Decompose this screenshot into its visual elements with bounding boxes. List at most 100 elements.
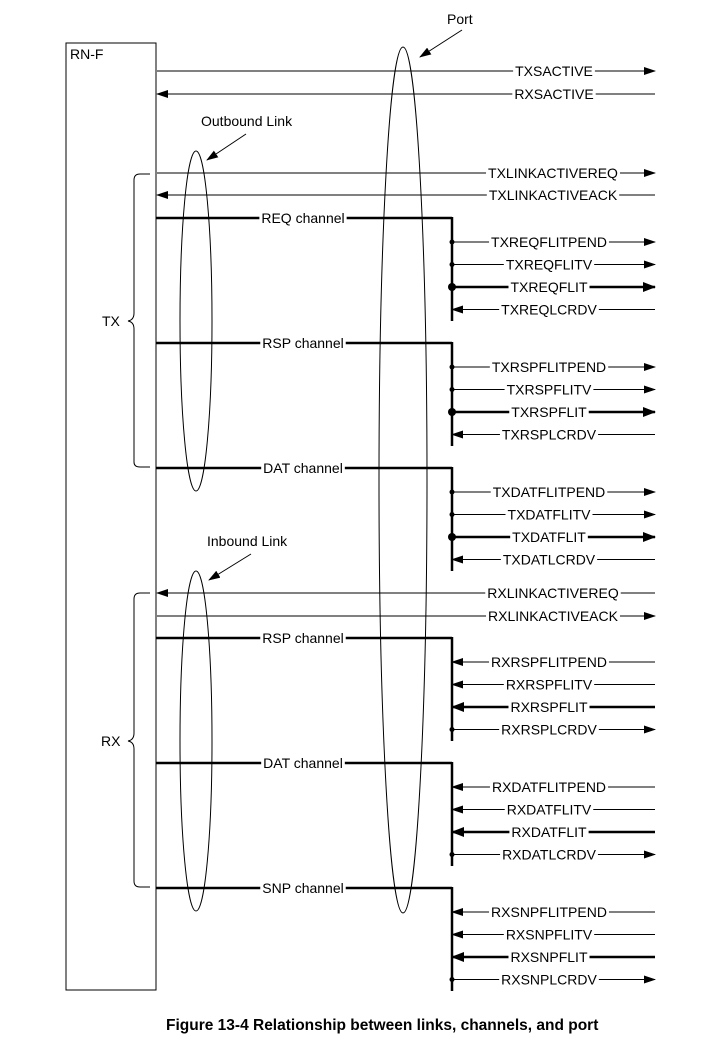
tx-dat-channel-label-bg <box>261 460 345 476</box>
figure-caption: Figure 13-4 Relationship between links, … <box>166 1017 598 1034</box>
txdatflit-label: TXDATFLIT <box>512 529 586 545</box>
txdatflitv-label-bg <box>505 506 593 523</box>
txdatflitv-junction-dot <box>449 512 455 517</box>
txdatflit-label-bg <box>510 529 588 545</box>
tx-dat-channel-label: DAT channel <box>263 460 343 476</box>
rxsnpflitv-label: RXSNPFLITV <box>506 927 593 943</box>
rxsnpflit-label: RXSNPFLIT <box>510 949 587 965</box>
txreqflitpend-label-bg <box>489 234 609 250</box>
rx-dat-channel-label-bg <box>261 755 345 771</box>
txrspflitv-junction-dot <box>449 387 455 392</box>
txreqflit-label-bg <box>508 279 590 295</box>
rxsnpflitpend-label-bg <box>489 904 609 920</box>
tx-req-channel-label-bg <box>259 210 347 226</box>
txreqflitv-label-bg <box>503 256 595 273</box>
rxrspflitv-label: RXRSPFLITV <box>506 677 593 693</box>
tx-brace <box>127 173 150 468</box>
txlinkactivereq-label: TXLINKACTIVEREQ <box>488 165 618 181</box>
rxsnpflitv-label-bg <box>503 926 595 943</box>
tx-rsp-channel-label-bg <box>260 335 346 351</box>
txreqlcrdv-label-bg <box>499 301 599 318</box>
rxrspflit-label-bg <box>508 699 590 715</box>
rxsnplcrdv-label-bg <box>499 971 599 988</box>
txlinkactivereq-label-bg <box>486 165 620 181</box>
txdatflitv-label: TXDATFLITV <box>508 507 592 523</box>
inbound-link-pointer-arrow <box>208 553 252 581</box>
rxlinkactiveack-label-bg <box>486 608 620 624</box>
inbound-link-label: Inbound Link <box>207 533 288 549</box>
rxlinkactivereq-label-bg <box>485 585 621 601</box>
txdatlcrdv-label-bg <box>500 551 598 568</box>
txlinkactiveack-label: TXLINKACTIVEACK <box>489 187 618 203</box>
rxsnplcrdv-label: RXSNPLCRDV <box>501 972 597 988</box>
rxdatflitpend-label: RXDATFLITPEND <box>492 779 606 795</box>
txreqflit-junction-dot <box>448 283 456 291</box>
txreqflitv-junction-dot <box>449 262 455 267</box>
txreqlcrdv-label: TXREQLCRDV <box>501 302 597 318</box>
txsactive-label-bg <box>513 63 595 79</box>
rxdatflit-label-bg <box>509 824 589 840</box>
rxrspflitv-label-bg <box>503 676 595 693</box>
rxlinkactiveack-label: RXLINKACTIVEACK <box>488 608 619 624</box>
txsactive-label: TXSACTIVE <box>515 63 593 79</box>
rxrsplcrdv-junction-dot <box>449 727 455 732</box>
rx-rsp-channel-label: RSP channel <box>262 630 343 646</box>
rxdatflitv-label: RXDATFLITV <box>507 802 592 818</box>
rx-brace <box>127 592 150 888</box>
port-pointer-arrow <box>419 29 463 58</box>
txdatflitpend-junction-dot <box>449 489 455 495</box>
rxdatflitpend-label-bg <box>489 779 609 795</box>
txrspflitv-label: TXRSPFLITV <box>507 382 592 398</box>
txrspflit-label-bg <box>509 404 589 420</box>
txrsplcrdv-label-bg <box>499 426 599 443</box>
txrspflit-label: TXRSPFLIT <box>511 404 587 420</box>
rx-snp-channel-label: SNP channel <box>262 880 343 896</box>
outbound-link-label: Outbound Link <box>201 113 293 129</box>
rx-rsp-channel-label-bg <box>260 630 346 646</box>
txrspflitv-label-bg <box>504 381 594 398</box>
port-label: Port <box>447 11 473 27</box>
txdatflit-junction-dot <box>448 533 456 541</box>
rxsnplcrdv-junction-dot <box>449 977 455 982</box>
component-box <box>65 42 157 991</box>
rxrsplcrdv-label-bg <box>499 721 599 738</box>
txreqflitpend-junction-dot <box>449 239 455 245</box>
txrspflit-junction-dot <box>448 408 456 416</box>
txreqflitpend-label: TXREQFLITPEND <box>491 234 607 250</box>
outbound-link-ellipse <box>179 150 213 492</box>
rxrsplcrdv-label: RXRSPLCRDV <box>501 722 597 738</box>
rxdatflitv-label-bg <box>504 801 594 818</box>
rxdatflit-label: RXDATFLIT <box>511 824 587 840</box>
rx-dat-channel-label: DAT channel <box>263 755 343 771</box>
rxrspflit-label: RXRSPFLIT <box>510 699 587 715</box>
rxsactive-label-bg <box>512 86 596 102</box>
port-ellipse <box>378 46 428 914</box>
txdatflitpend-label: TXDATFLITPEND <box>493 484 606 500</box>
txreqflit-label: TXREQFLIT <box>510 279 587 295</box>
txrspflitpend-label: TXRSPFLITPEND <box>492 359 606 375</box>
rxsnpflitpend-label: RXSNPFLITPEND <box>491 904 607 920</box>
txrsplcrdv-label: TXRSPLCRDV <box>502 427 597 443</box>
txdatlcrdv-label: TXDATLCRDV <box>503 552 596 568</box>
rx-snp-channel-label-bg <box>260 880 346 896</box>
inbound-link-ellipse <box>179 570 213 912</box>
signal-group: TXSACTIVE RXSACTIVE TXLINKACTIVEREQ TXLINKA… <box>156 63 656 991</box>
tx-label: TX <box>102 313 121 329</box>
component-name: RN-F <box>70 46 103 62</box>
rxdatlcrdv-label: RXDATLCRDV <box>502 847 597 863</box>
txreqflitv-label: TXREQFLITV <box>506 257 593 273</box>
txrspflitpend-label-bg <box>489 359 609 375</box>
txlinkactiveack-label-bg <box>486 187 620 203</box>
txdatflitpend-label-bg <box>490 484 608 500</box>
rxsnpflit-label-bg <box>508 949 590 965</box>
txrspflitpend-junction-dot <box>449 364 455 370</box>
rxrspflitpend-label-bg <box>489 654 609 670</box>
rx-label: RX <box>101 733 121 749</box>
rxrspflitpend-label: RXRSPFLITPEND <box>491 654 607 670</box>
rxdatlcrdv-label-bg <box>500 846 598 863</box>
tx-req-channel-label: REQ channel <box>261 210 344 226</box>
rxsactive-label: RXSACTIVE <box>514 86 593 102</box>
outbound-link-pointer-arrow <box>206 133 247 161</box>
tx-rsp-channel-label: RSP channel <box>262 335 343 351</box>
